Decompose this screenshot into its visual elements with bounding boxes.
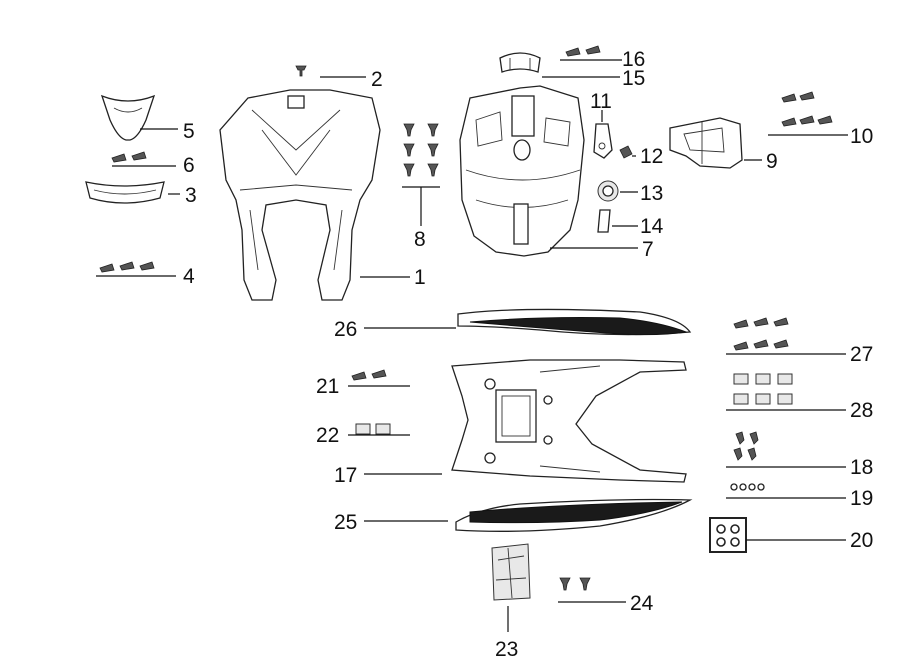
callout-9: 9 [766, 150, 778, 173]
part-clip-11 [593, 123, 613, 159]
part-bolts-4 [99, 261, 155, 273]
part-grommet-13 [597, 180, 619, 202]
part-side-strip-25 [455, 498, 693, 532]
callout-6: 6 [183, 154, 195, 177]
part-fasteners-18 [733, 431, 759, 461]
callout-18: 18 [850, 456, 873, 479]
part-bolts-10 [781, 91, 833, 127]
part-cover-5 [100, 94, 156, 141]
callout-17: 17 [334, 464, 357, 487]
callout-4: 4 [183, 265, 195, 288]
callout-5: 5 [183, 120, 195, 143]
callout-26: 26 [334, 318, 357, 341]
part-clips-28 [733, 373, 793, 405]
part-screw-2 [295, 65, 307, 77]
callout-2: 2 [371, 68, 383, 91]
callout-28: 28 [850, 399, 873, 422]
callout-7: 7 [642, 238, 654, 261]
part-bolts-21 [351, 369, 387, 381]
callout-25: 25 [334, 511, 357, 534]
callout-23: 23 [495, 638, 518, 661]
part-bolts-16 [565, 45, 601, 57]
callout-15: 15 [622, 67, 645, 90]
callout-19: 19 [850, 487, 873, 510]
part-strip-14 [597, 209, 611, 233]
callout-20: 20 [850, 529, 873, 552]
part-housing-9 [669, 117, 743, 169]
part-rings-19 [730, 483, 765, 491]
leader-lines [96, 59, 848, 632]
part-cap-15 [499, 52, 541, 73]
part-bolts-27 [733, 317, 789, 351]
callout-16: 16 [622, 48, 645, 71]
callout-11: 11 [590, 90, 612, 113]
callout-24: 24 [630, 592, 654, 615]
part-bolts-6 [111, 151, 147, 163]
callout-12: 12 [640, 145, 663, 168]
callout-10: 10 [850, 125, 873, 148]
part-floor-panel-17 [451, 359, 687, 483]
part-pin-12 [619, 145, 633, 159]
callout-27: 27 [850, 343, 873, 366]
callout-21: 21 [316, 375, 339, 398]
part-screws-24 [559, 577, 591, 591]
callout-13: 13 [640, 182, 663, 205]
part-side-strip-26 [457, 308, 692, 336]
callout-8: 8 [414, 228, 426, 251]
part-inner-shield-7 [459, 85, 585, 257]
callout-1: 1 [414, 266, 426, 289]
callout-3: 3 [185, 184, 197, 207]
part-trim-3 [85, 181, 165, 204]
part-block-20 [709, 517, 747, 553]
part-screws-8 [403, 123, 439, 177]
callout-numbers: 2 5 6 3 4 1 8 16 15 11 12 13 14 7 9 10 2… [183, 48, 873, 661]
callout-14: 14 [640, 215, 664, 238]
part-mat-23 [491, 543, 531, 601]
callout-22: 22 [316, 424, 339, 447]
part-clips-22 [355, 423, 391, 435]
part-front-shield [219, 89, 381, 301]
